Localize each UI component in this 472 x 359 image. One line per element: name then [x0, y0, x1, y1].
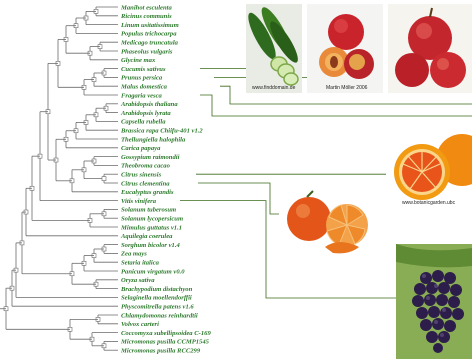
- clementine-photo: [279, 189, 381, 257]
- species-label: Micromonas pusilla RCC299: [120, 348, 201, 355]
- species-label: Zea mays: [120, 251, 147, 258]
- species-label: Brachypodium distachyon: [120, 286, 193, 293]
- species-label: Sorghum bicolor v1.4: [121, 242, 181, 249]
- species-label: Linum usitatissimum: [120, 22, 179, 29]
- photo-leader-line: [198, 183, 279, 214]
- species-label: Solanum tuberosum: [121, 207, 176, 214]
- orange-photo-credit: www.botanicgarden.ubc: [402, 200, 455, 206]
- species-label: Aquilegia coerulea: [120, 233, 173, 240]
- species-label: Physcomitrella patens v1.6: [121, 304, 194, 311]
- species-label: Coccomyxa subellipsoidea C-169: [121, 330, 211, 337]
- peach-photo: [307, 4, 383, 93]
- species-label: Setaria italica: [121, 260, 160, 267]
- species-label: Arabidopsis thaliana: [120, 101, 178, 108]
- apple-photo: [388, 4, 472, 93]
- species-label: Medicago truncatula: [120, 40, 179, 47]
- species-label: Vitis vinifera: [121, 198, 157, 205]
- species-label: Oryza sativa: [121, 277, 155, 284]
- species-label: Brassica rapa Chiifu-401 v1.2: [120, 128, 203, 135]
- species-label: Solanum lycopersicum: [121, 216, 183, 223]
- species-label: Micromonas pusilla CCMP1545: [120, 339, 210, 346]
- species-label: Selaginella moellendorffii: [121, 295, 192, 302]
- grape-photo: [396, 244, 472, 359]
- species-label: Phaseolus vulgaris: [121, 48, 173, 55]
- species-label: Chlamydomonas reinhardtii: [121, 312, 198, 319]
- species-label: Carica papaya: [121, 145, 161, 152]
- species-label: Citrus clementina: [121, 180, 170, 187]
- species-label: Eucalyptus grandis: [120, 189, 174, 196]
- cucumber-photo: [246, 4, 302, 93]
- species-label: Arabidopsis lyrata: [120, 110, 171, 117]
- species-label: Manihot esculenta: [120, 4, 172, 11]
- node-marker: [102, 177, 106, 181]
- species-label: Malus domestica: [120, 84, 168, 91]
- orange-photo: [386, 126, 472, 208]
- species-label: Cucumis sativus: [121, 66, 166, 73]
- species-label: Volvox carteri: [121, 321, 159, 328]
- species-label: Gossypium raimondii: [121, 154, 180, 161]
- species-label: Fragaria vesca: [121, 92, 163, 99]
- species-label: Prunus persica: [121, 75, 163, 82]
- species-label: Capsella rubella: [121, 119, 166, 126]
- species-label: Ricinus communis: [120, 13, 172, 20]
- species-label: Theobroma cacao: [121, 163, 171, 170]
- species-label: Populus trichocarpa: [121, 31, 177, 38]
- peach-photo-credit: Martin Möller 2006: [326, 85, 367, 91]
- species-label: Citrus sinensis: [121, 172, 162, 179]
- species-label: Glycine max: [121, 57, 156, 64]
- species-label: Thellungiella halophila: [121, 136, 186, 143]
- species-label: Mimulus guttatus v1.1: [120, 224, 182, 231]
- cucumber-photo-credit: www.finddomain.de: [252, 85, 295, 91]
- species-label: Panicum virgatum v0.0: [121, 268, 185, 275]
- photo-leader-line: [200, 95, 472, 116]
